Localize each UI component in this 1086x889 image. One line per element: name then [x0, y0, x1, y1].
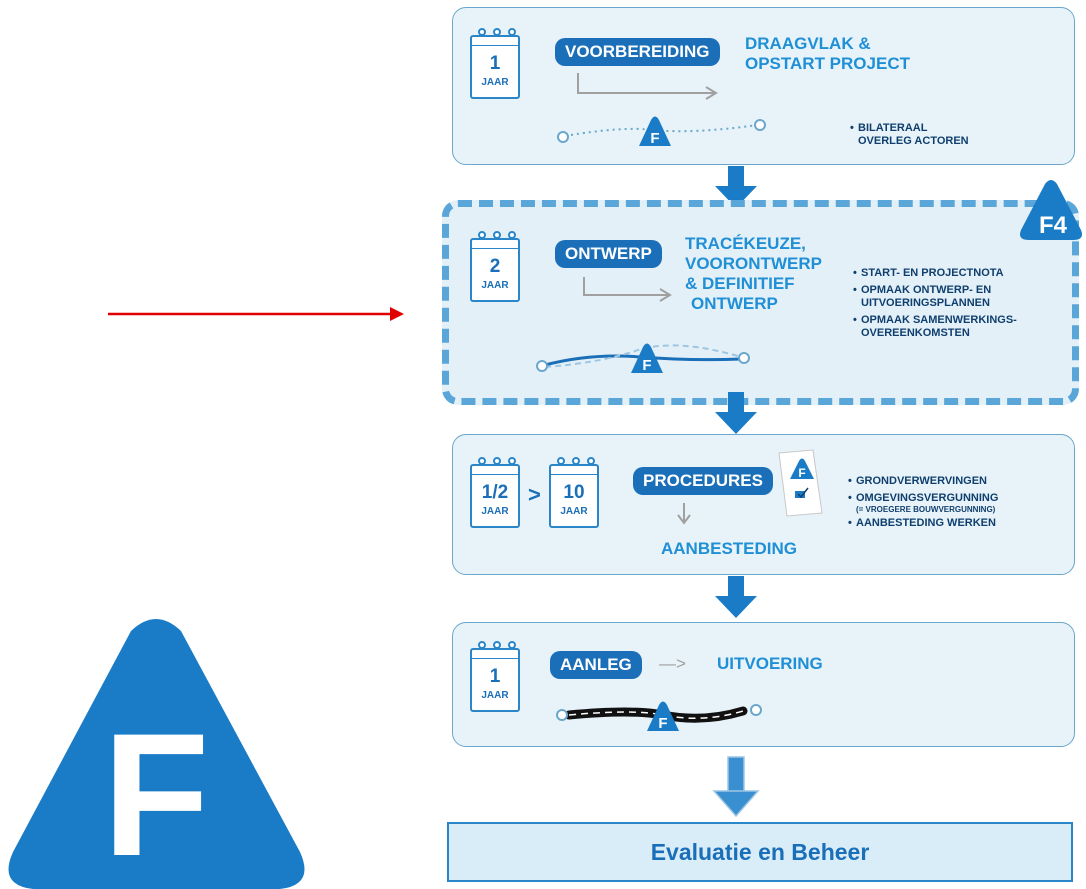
svg-text:F: F — [650, 130, 659, 147]
pointer-arrow — [108, 307, 404, 321]
final-step-box: Evaluatie en Beheer — [447, 822, 1073, 882]
duration-value: 1 — [489, 666, 501, 687]
road-progress-icon: F — [557, 116, 766, 147]
calendar-icon: 1/2 JAAR — [470, 457, 520, 528]
road-progress-icon: F — [536, 343, 750, 374]
range-symbol: > — [528, 482, 541, 507]
bullet-item: OPMAAK ONTWERP- EN UITVOERINGSPLANNEN — [853, 284, 1017, 310]
stage-bullets: GRONDVERWERVINGEN OMGEVINGSVERGUNNING (=… — [848, 475, 998, 534]
f-logo-icon: F — [8, 619, 305, 889]
bullet-item: OPMAAK SAMENWERKINGS- OVEREENKOMSTEN — [853, 314, 1017, 340]
headline-line: VOORONTWERP — [685, 254, 822, 273]
duration-unit: JAAR — [481, 77, 509, 88]
stage-bullets: START- EN PROJECTNOTA OPMAAK ONTWERP- EN… — [853, 267, 1017, 344]
svg-text:F: F — [658, 715, 667, 732]
calendar-icon: 2 JAAR — [470, 231, 520, 302]
phase-label: VOORBEREIDING — [555, 38, 720, 66]
duration-unit: JAAR — [560, 506, 588, 517]
headline-line: TRACÉKEUZE, — [685, 234, 806, 253]
stage-headline: AANBESTEDING — [661, 539, 798, 558]
headline-line: DRAAGVLAK & — [745, 34, 871, 53]
svg-text:F: F — [798, 466, 805, 480]
down-flow-arrow-icon — [677, 503, 691, 525]
down-arrow-icon — [715, 576, 757, 618]
phase-label: PROCEDURES — [633, 467, 773, 495]
flow-arrow-text: —> — [659, 654, 686, 673]
bullet-line: OPMAAK ONTWERP- EN — [861, 284, 992, 296]
stage-voorbereiding: 1 JAAR VOORBEREIDING DRAAGVLAK & OPSTART… — [452, 7, 1075, 165]
bullet-line: BILATERAAL — [858, 122, 928, 134]
bullet-note: (= VROEGERE BOUWVERGUNNING) — [856, 505, 996, 514]
bullet-item: OMGEVINGSVERGUNNING (= VROEGERE BOUWVERG… — [848, 492, 998, 514]
bullet-line: OVERLEG ACTOREN — [858, 135, 969, 147]
duration-value: 1 — [489, 53, 501, 74]
phase-label: ONTWERP — [555, 240, 662, 268]
bullet-line: OPMAAK SAMENWERKINGS- — [861, 314, 1017, 326]
headline-line: ONTWERP — [691, 294, 778, 313]
stage-bullets: BILATERAAL OVERLEG ACTOREN — [850, 122, 969, 152]
f4-badge-icon: F4 — [1020, 180, 1082, 240]
phase-label: AANLEG — [550, 651, 642, 679]
permit-document-icon: F — [778, 449, 823, 517]
flow-arrow-icon — [583, 277, 672, 302]
bullet-item: AANBESTEDING WERKEN — [848, 517, 998, 530]
road-built-icon: F — [556, 701, 762, 732]
duration-min-value: 1/2 — [481, 482, 509, 503]
stage-headline: TRACÉKEUZE, VOORONTWERP & DEFINITIEF ONT… — [685, 234, 822, 314]
stage-aanleg: 1 JAAR AANLEG —> UITVOERING F — [452, 622, 1075, 747]
bullet-item: BILATERAAL OVERLEG ACTOREN — [850, 122, 969, 148]
bullet-item: START- EN PROJECTNOTA — [853, 267, 1017, 280]
bullet-line: GRONDVERWERVINGEN — [856, 475, 988, 487]
duration-unit: JAAR — [481, 690, 509, 701]
flow-arrow-icon — [577, 73, 718, 100]
logo-letter: F — [103, 698, 210, 889]
duration-unit: JAAR — [481, 280, 509, 291]
calendar-icon: 1 JAAR — [470, 641, 520, 712]
bullet-line: OVEREENKOMSTEN — [861, 327, 970, 339]
stage-ontwerp: 2 JAAR ONTWERP TRACÉKEUZE, VOORONTWERP &… — [442, 200, 1079, 405]
stage-headline: DRAAGVLAK & OPSTART PROJECT — [745, 34, 910, 74]
bullet-line: START- EN PROJECTNOTA — [861, 267, 1004, 279]
svg-text:F: F — [642, 357, 651, 374]
duration-unit: JAAR — [481, 506, 509, 517]
bullet-line: UITVOERINGSPLANNEN — [861, 297, 990, 309]
bullet-line: AANBESTEDING WERKEN — [856, 517, 996, 529]
stage-headline: UITVOERING — [717, 654, 823, 673]
f4-badge-label: F4 — [1039, 212, 1068, 239]
bullet-line: OMGEVINGSVERGUNNING — [856, 492, 999, 504]
headline-line: & DEFINITIEF — [685, 274, 795, 293]
calendar-icon: 10 JAAR — [549, 457, 599, 528]
down-arrow-icon — [715, 166, 757, 208]
bullet-item: GRONDVERWERVINGEN — [848, 475, 998, 488]
duration-value: 2 — [489, 256, 501, 277]
down-arrow-icon — [715, 392, 757, 434]
down-arrow-icon — [712, 756, 760, 818]
duration-max-value: 10 — [563, 482, 585, 503]
calendar-icon: 1 JAAR — [470, 28, 520, 99]
stage-procedures: 1/2 JAAR > 10 JAAR PROCEDURES F AANBESTE… — [452, 434, 1075, 575]
headline-line: OPSTART PROJECT — [745, 54, 910, 73]
